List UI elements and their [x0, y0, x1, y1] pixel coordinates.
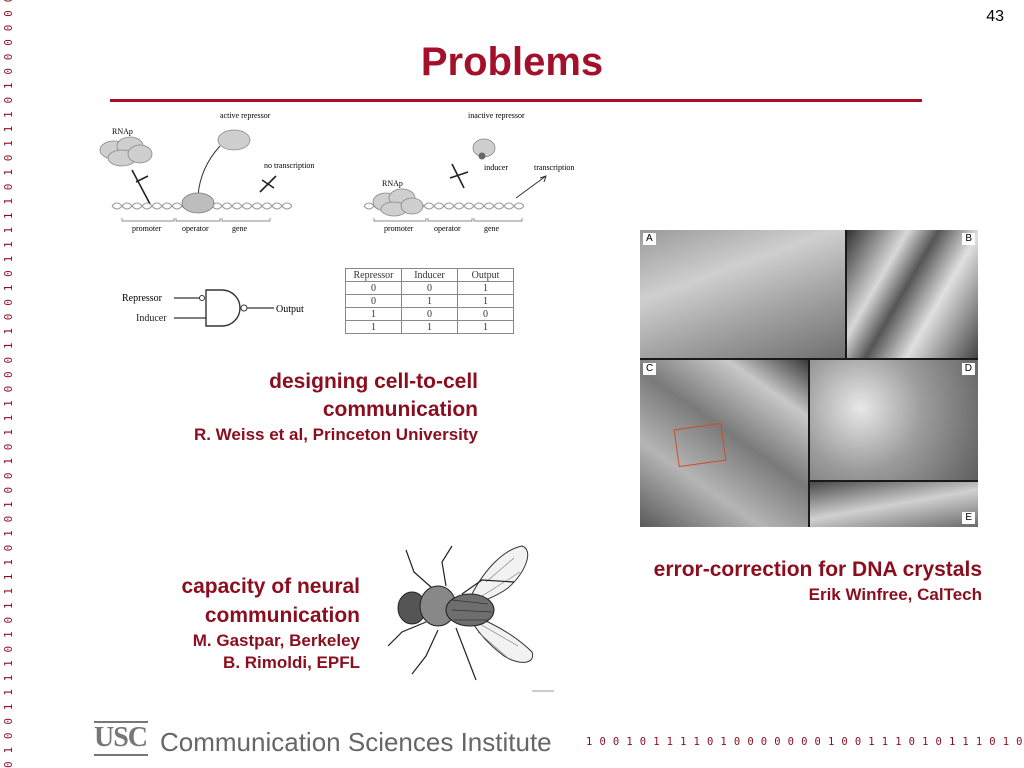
gastpar-caption: capacity of neural communication M. Gast… [181, 572, 360, 674]
table-cell: 0 [401, 307, 458, 321]
bottom-binary-strip: 1 0 0 1 0 1 1 1 1 0 1 0 0 0 0 0 0 0 1 0 … [586, 736, 1022, 748]
gene-diagram-induced: inactive repressor inducer transcription… [363, 111, 574, 233]
winfree-caption: error-correction for DNA crystals Erik W… [654, 556, 982, 606]
footer-institute: Communication Sciences Institute [160, 727, 552, 757]
fly-illustration [387, 545, 554, 692]
fly-legs-icon [387, 545, 515, 681]
logo-rule-bottom [94, 754, 148, 756]
page-number: 43 [986, 8, 1004, 25]
usc-logo: USC [94, 722, 148, 753]
table-cell: 0 [345, 281, 402, 295]
left-binary-strip: 0 1 0 0 1 1 1 1 0 1 0 1 1 1 1 0 1 0 1 0 … [0, 0, 18, 768]
bound-repressor-icon [181, 192, 215, 214]
gene-diagram-repressed: RNAp active repressor no transcription p… [99, 111, 314, 233]
dna-crystal-micrograph: A B C D E [640, 230, 978, 527]
micrograph-panel-a: A [640, 230, 845, 358]
gastpar-heading-line1: capacity of neural [181, 575, 360, 598]
weiss-caption: designing cell-to-cell communication R. … [194, 368, 478, 446]
table-row: 0 1 1 [345, 294, 514, 308]
truth-table-header-cell: Output [457, 268, 514, 282]
micrograph-panel-b: B [847, 230, 978, 358]
table-cell: 1 [457, 294, 514, 308]
logic-gate-diagram: Repressor Inducer Output [122, 289, 304, 327]
active-repressor-icon [217, 129, 251, 151]
table-cell: 1 [345, 307, 402, 321]
fly-body-icon [397, 585, 495, 627]
weiss-author: R. Weiss et al, Princeton University [193, 425, 478, 444]
operator-label: operator [434, 224, 461, 233]
title-divider [110, 99, 922, 102]
gene-label: gene [484, 224, 500, 233]
inducer-icon [478, 152, 486, 160]
table-cell: 0 [345, 294, 402, 308]
panel-letter: A [643, 233, 656, 245]
micrograph-panel-d: D [810, 360, 978, 480]
table-cell: 0 [401, 281, 458, 295]
truth-table: Repressor Inducer Output 0 0 1 0 1 1 1 0… [345, 268, 514, 334]
rna-polymerase-icon [99, 136, 153, 167]
inducer-label: inducer [484, 163, 508, 172]
logo-rule-top [94, 721, 148, 723]
panel-letter: C [643, 363, 657, 375]
rna-polymerase-label: RNAp [382, 179, 403, 188]
slide-title: Problems [420, 40, 604, 84]
table-cell: 1 [345, 320, 402, 334]
left-binary-digits: 0 1 0 0 1 1 1 1 0 1 0 1 1 1 1 0 1 0 1 0 … [2, 0, 15, 768]
gate-repressor-label: Repressor [122, 293, 163, 304]
promoter-label: promoter [384, 224, 414, 233]
operator-label: operator [182, 224, 209, 233]
panel-letter: E [962, 512, 975, 524]
panel-letter: B [962, 233, 975, 245]
transcription-arrow-icon [515, 175, 547, 199]
table-cell: 1 [457, 320, 514, 334]
micrograph-panel-e: E [810, 482, 978, 527]
truth-table-header-cell: Inducer [401, 268, 458, 282]
weiss-heading-line1: designing cell-to-cell [269, 370, 478, 393]
blocked-transcription-icon [259, 175, 277, 193]
transcription-label: transcription [534, 163, 574, 172]
truth-table-header: Repressor Inducer Output [345, 268, 514, 282]
winfree-author: Erik Winfree, CalTech [808, 585, 982, 604]
no-transcription-label: no transcription [264, 161, 314, 170]
active-repressor-label: active repressor [220, 111, 271, 120]
table-row: 1 1 1 [345, 320, 514, 334]
blocked-arrow-icon [131, 169, 151, 205]
gate-output-label: Output [276, 304, 304, 315]
table-cell: 0 [457, 307, 514, 321]
truth-table-header-cell: Repressor [345, 268, 402, 282]
micrograph-panel-c: C [640, 360, 808, 527]
gene-label: gene [232, 224, 248, 233]
gastpar-heading-line2: communication [204, 604, 360, 627]
table-row: 0 0 1 [345, 281, 514, 295]
table-cell: 1 [401, 294, 458, 308]
promoter-label: promoter [132, 224, 162, 233]
panel-letter: D [961, 363, 975, 375]
winfree-heading: error-correction for DNA crystals [653, 558, 982, 581]
table-cell: 1 [457, 281, 514, 295]
table-cell: 1 [401, 320, 458, 334]
fly-wings-icon [467, 545, 534, 663]
weiss-heading-line2: communication [322, 398, 478, 421]
and-gate-icon [205, 289, 241, 327]
gate-inducer-label: Inducer [136, 313, 167, 324]
rna-polymerase-icon [372, 188, 424, 217]
blocked-binding-icon [449, 163, 469, 189]
gastpar-author2: B. Rimoldi, EPFL [223, 653, 360, 672]
rna-polymerase-label: RNAp [112, 127, 133, 136]
selection-box [673, 422, 727, 468]
table-row: 1 0 0 [345, 307, 514, 321]
gastpar-author1: M. Gastpar, Berkeley [192, 631, 360, 650]
inactive-repressor-label: inactive repressor [468, 111, 525, 120]
